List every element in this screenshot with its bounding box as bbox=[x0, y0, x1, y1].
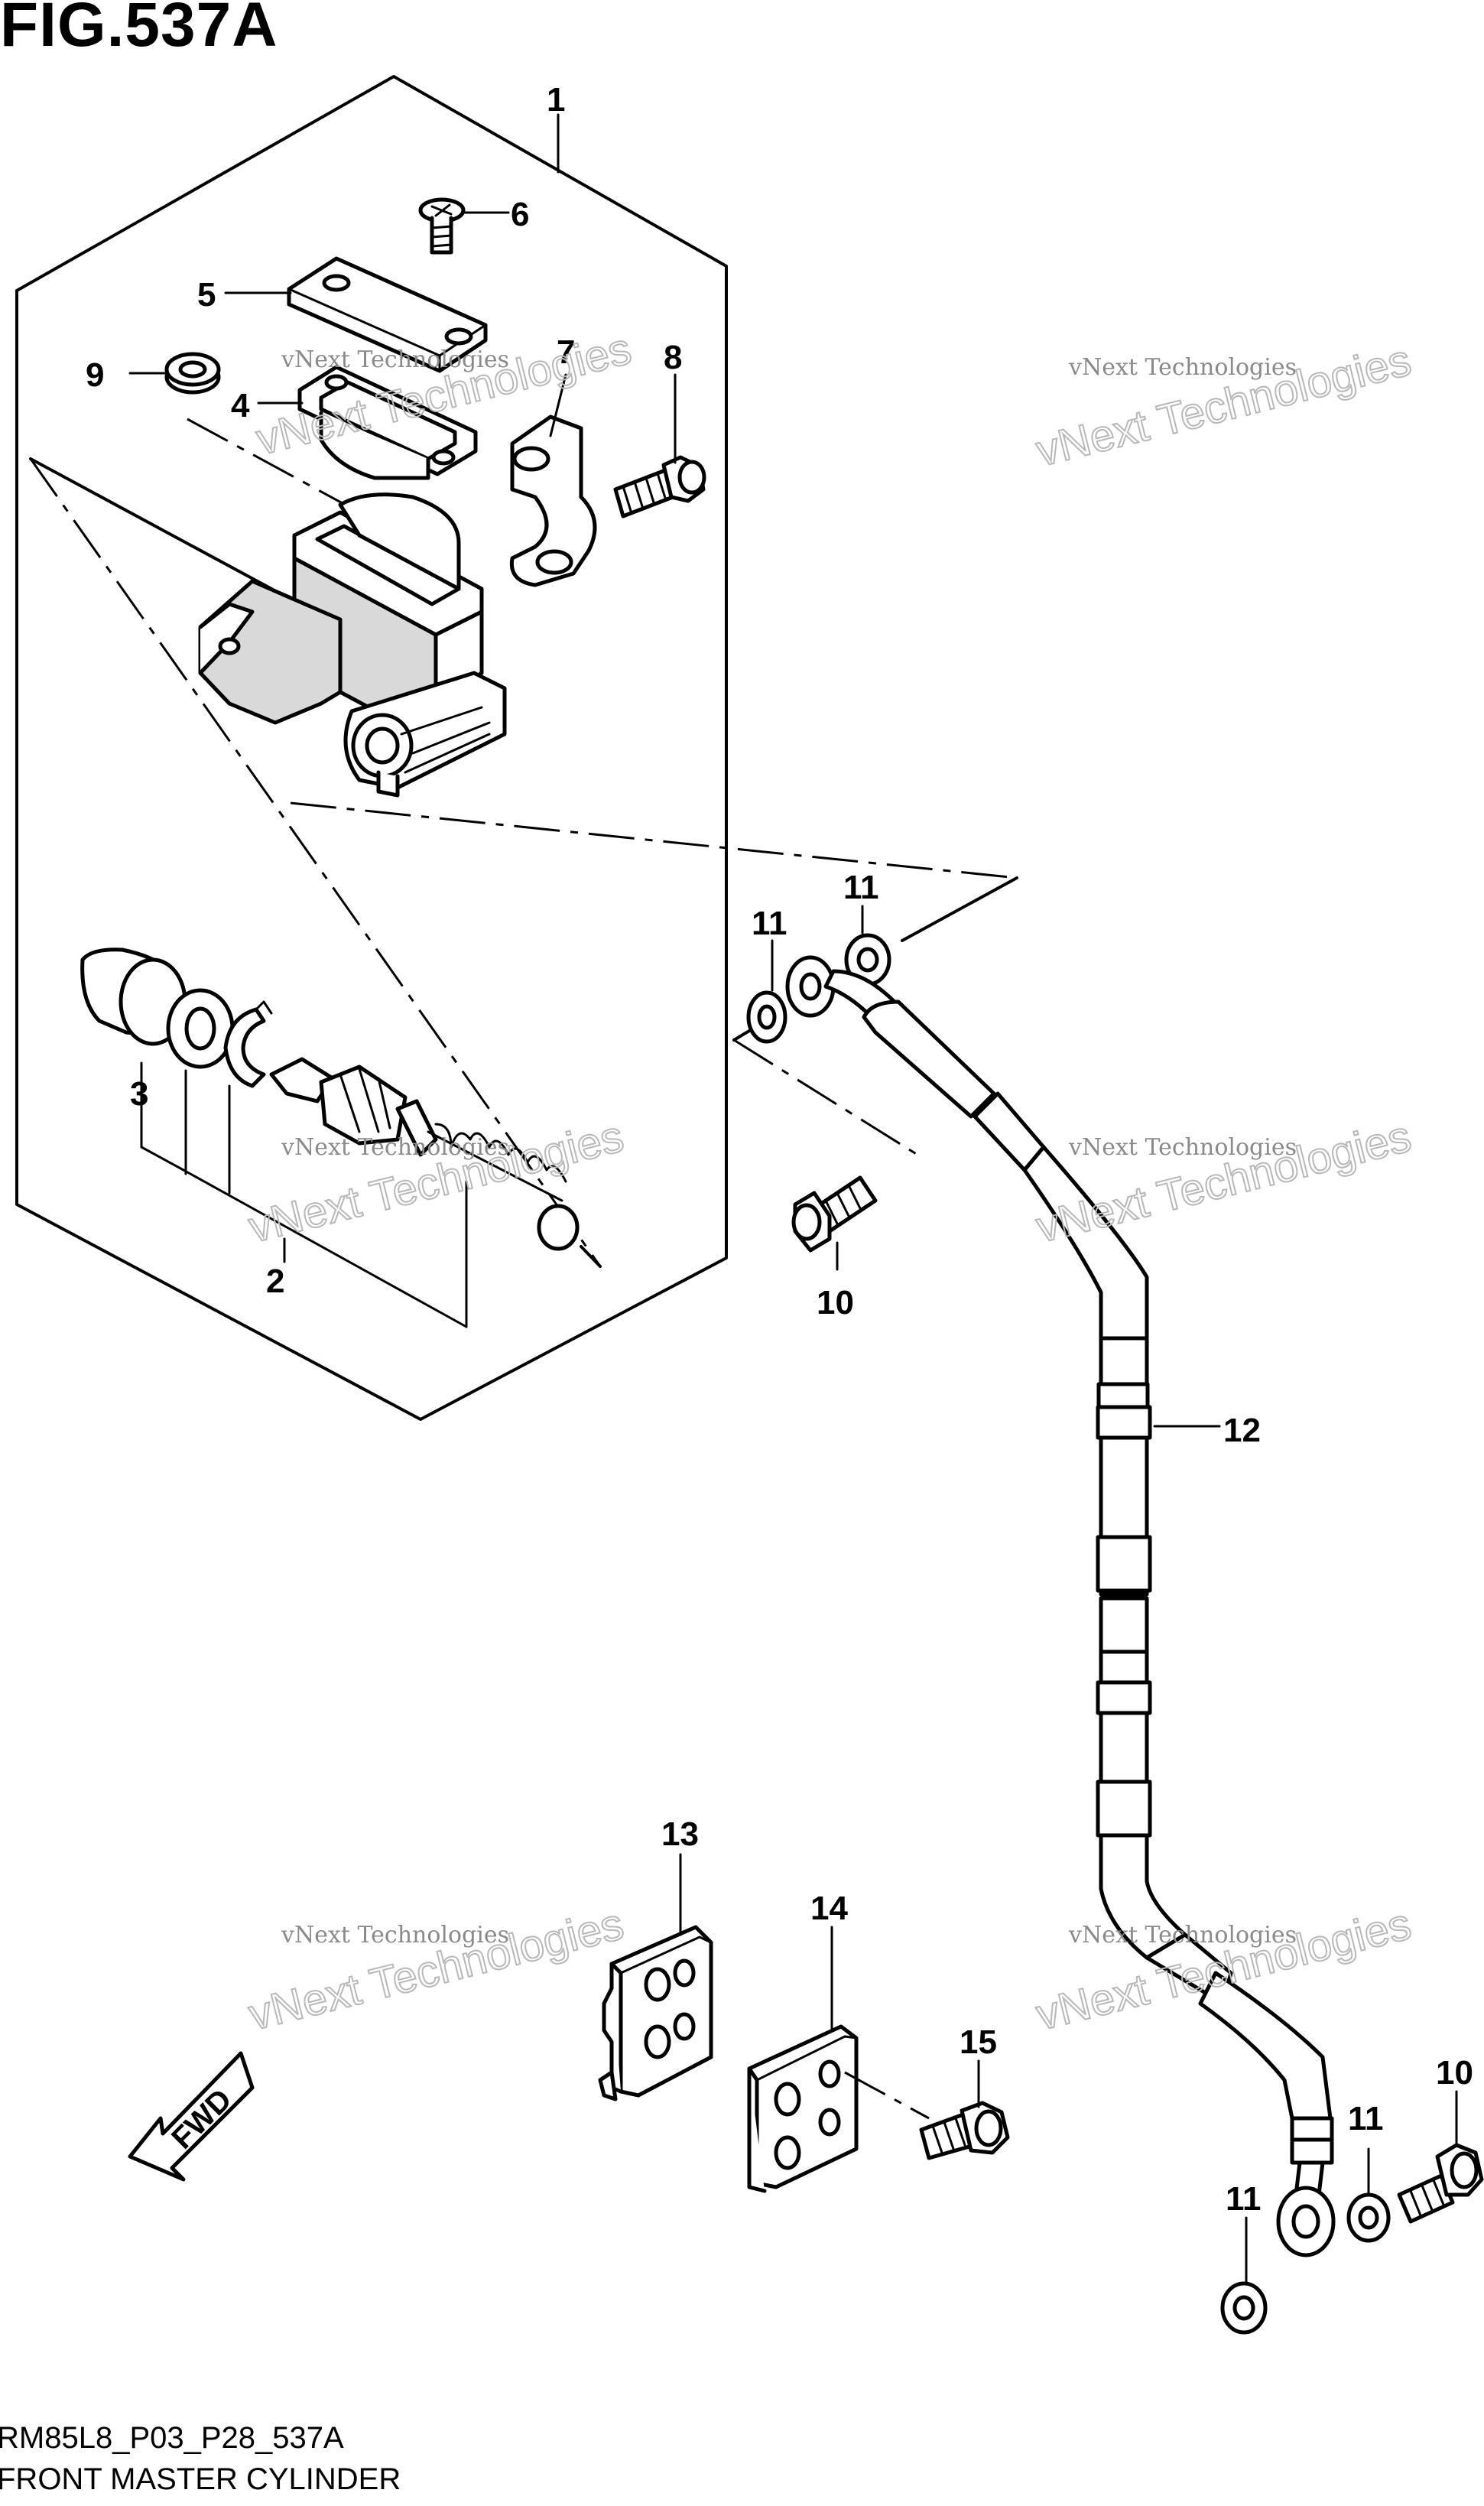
seal-ring bbox=[164, 352, 221, 395]
watermark-small-1: vNext Technologies bbox=[281, 346, 509, 373]
circlip bbox=[223, 1000, 273, 1088]
callout-9: 9 bbox=[86, 356, 104, 394]
cap-screw bbox=[418, 197, 466, 255]
callout-5: 5 bbox=[197, 276, 216, 314]
banjo-fitting-top bbox=[785, 955, 836, 1018]
piston-spring bbox=[269, 1057, 580, 1251]
fwd-direction-arrow: FWD bbox=[128, 2051, 255, 2182]
callout-2: 2 bbox=[266, 1263, 284, 1300]
watermark-small-6: vNext Technologies bbox=[1068, 1922, 1297, 1949]
brake-hose bbox=[823, 969, 1336, 2257]
callout-11-d: 11 bbox=[1348, 2100, 1384, 2137]
diagram-code: RM85L8_P03_P28_537A bbox=[0, 2421, 344, 2455]
guide-bolt bbox=[919, 2101, 1010, 2160]
reservoir-cap bbox=[287, 256, 488, 373]
master-cylinder-body bbox=[198, 492, 507, 798]
leader-lines bbox=[128, 113, 1458, 2284]
callout-12: 12 bbox=[1223, 1412, 1261, 1449]
union-bolt-lower bbox=[1397, 2143, 1484, 2224]
callout-14: 14 bbox=[810, 1890, 848, 1927]
callout-7: 7 bbox=[557, 333, 575, 371]
callout-13: 13 bbox=[661, 1815, 699, 1853]
diaphragm-plate bbox=[297, 365, 478, 480]
assembly-name: FRONT MASTER CYLINDER bbox=[0, 2462, 401, 2496]
callout-numbers: 1 2 3 4 5 6 7 8 9 10 10 11 11 11 11 11 1… bbox=[86, 81, 1473, 2218]
washer-lower-left bbox=[1220, 2281, 1268, 2335]
callout-15: 15 bbox=[960, 2023, 997, 2061]
callout-4: 4 bbox=[231, 387, 250, 424]
hose-guide-14 bbox=[747, 2024, 930, 2193]
callout-11-b: 11 bbox=[843, 869, 879, 906]
watermark-small-3: vNext Technologies bbox=[281, 1134, 509, 1161]
callout-1: 1 bbox=[547, 81, 565, 119]
washer-top-left bbox=[746, 990, 787, 1044]
callout-10-upper: 10 bbox=[817, 1284, 854, 1321]
watermark-small-4: vNext Technologies bbox=[1068, 1134, 1297, 1161]
watermark-small-2: vNext Technologies bbox=[1068, 354, 1297, 381]
watermark-small-5: vNext Technologies bbox=[281, 1922, 509, 1949]
callout-10-lower: 10 bbox=[1436, 2054, 1473, 2092]
callout-8: 8 bbox=[664, 339, 682, 376]
callout-3: 3 bbox=[130, 1075, 148, 1113]
figure-title: FIG.537A bbox=[0, 0, 278, 60]
callout-6: 6 bbox=[511, 196, 529, 233]
watermark-big-5: vNext Technologies bbox=[244, 1899, 628, 2040]
watermark-big-4: vNext Technologies bbox=[1031, 1111, 1416, 1252]
clamp-bolt bbox=[613, 455, 706, 518]
washer-lower-right bbox=[1346, 2192, 1391, 2243]
callout-11-c: 11 bbox=[1226, 2180, 1262, 2218]
handlebar-clamp bbox=[509, 414, 597, 587]
callout-11-a: 11 bbox=[752, 905, 787, 942]
union-bolt-upper bbox=[791, 1175, 878, 1253]
assembly-outline bbox=[15, 75, 1018, 1421]
hose-guide-13 bbox=[598, 1925, 713, 2101]
piston-boot bbox=[80, 947, 235, 1069]
